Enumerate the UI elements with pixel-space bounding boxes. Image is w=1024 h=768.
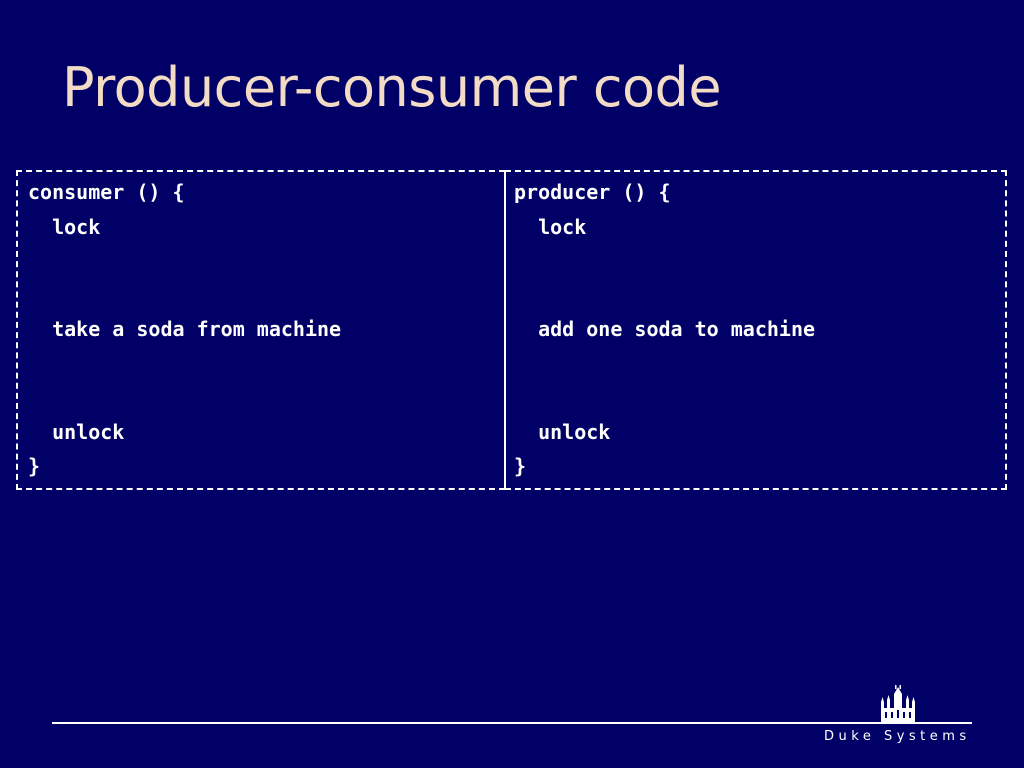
consumer-code-line: unlock: [28, 420, 125, 444]
consumer-code-line: lock: [28, 215, 101, 239]
producer-code-line: add one soda to machine: [514, 317, 816, 341]
code-divider: [504, 170, 506, 490]
producer-code-line: unlock: [514, 420, 611, 444]
consumer-code-line: }: [28, 454, 41, 478]
consumer-code-line: take a soda from machine: [28, 317, 342, 341]
duke-chapel-icon: [881, 685, 915, 722]
footer-brand: Duke Systems: [824, 729, 971, 744]
producer-code-line: }: [514, 454, 527, 478]
consumer-code-line: consumer () {: [28, 180, 185, 204]
consumer-code-box: [16, 170, 505, 490]
producer-code-line: lock: [514, 215, 587, 239]
footer-rule: [52, 722, 972, 724]
producer-code-line: producer () {: [514, 180, 671, 204]
slide-title: Producer-consumer code: [62, 56, 722, 119]
producer-code-box: [505, 170, 1007, 490]
